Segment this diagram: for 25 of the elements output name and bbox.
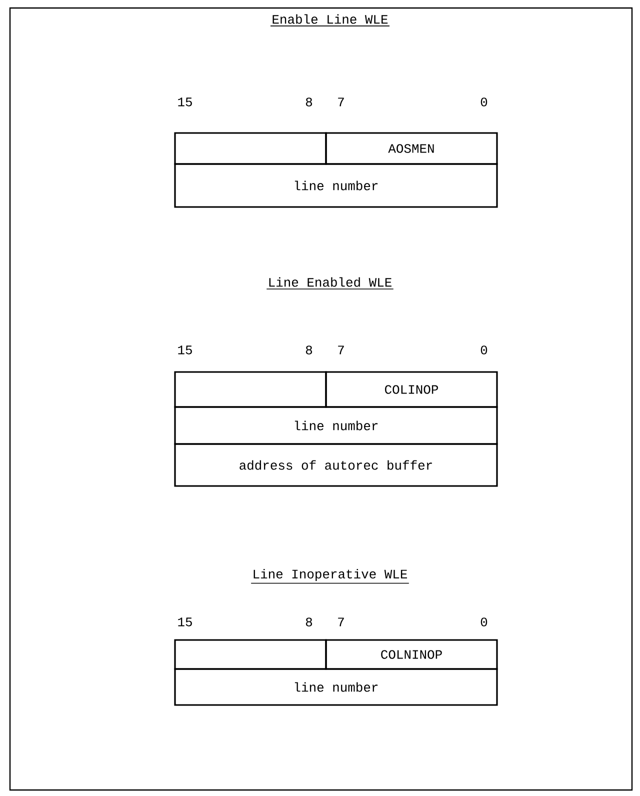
empty-field [174,371,327,408]
section-title: Enable Line WLE [270,14,390,26]
bit-number: 15 [178,98,192,106]
bit-number: 0 [480,618,488,626]
record-field: line number [174,668,498,706]
bit-number: 7 [338,346,344,354]
record-field: address of autorec buffer [174,443,498,487]
record-field: COLINOP [325,371,498,408]
bit-number: 15 [178,346,192,354]
bit-number: 7 [338,618,344,626]
bit-number: 15 [178,618,192,626]
bit-number: 0 [480,98,488,106]
empty-field [174,132,327,165]
record-field: line number [174,163,498,208]
section-title: Line Inoperative WLE [250,568,410,584]
bit-number: 0 [480,346,488,354]
record-field: line number [174,406,498,445]
record-field: AOSMEN [325,132,498,165]
bit-number: 8 [306,346,312,354]
bit-number: 7 [338,98,344,106]
bit-number: 8 [306,98,312,106]
record-field: COLNINOP [325,639,498,670]
empty-field [174,639,327,670]
section-title: Line Enabled WLE [266,277,394,290]
bit-number: 8 [306,618,312,626]
